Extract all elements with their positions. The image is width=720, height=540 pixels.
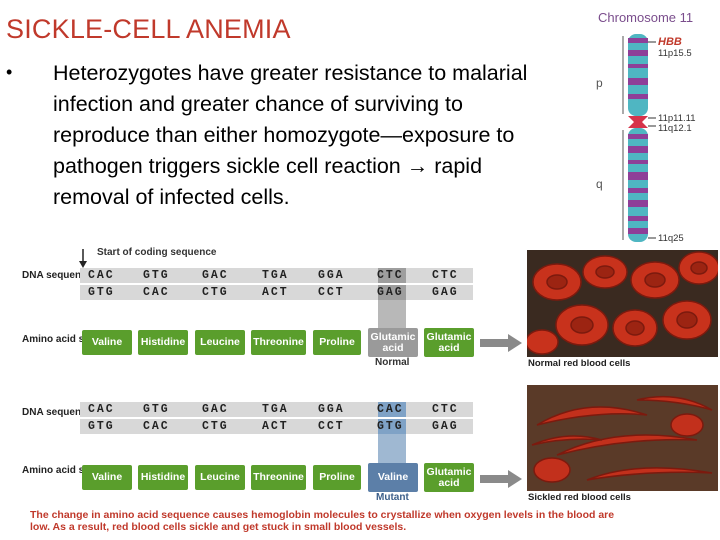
band-label-bottom: 11q25 bbox=[658, 233, 684, 244]
codon: CCT bbox=[318, 286, 345, 299]
gene-label: HBB bbox=[658, 36, 682, 48]
dna-strand-top-mutant: CAC GTG GAC TGA GGA CAC CTC bbox=[80, 402, 473, 417]
codon: GAC bbox=[202, 403, 229, 416]
codon: CTG bbox=[202, 420, 229, 433]
chromosome-ideogram bbox=[622, 34, 656, 242]
arm-q-label: q bbox=[596, 177, 603, 191]
amino-acid-box: Valine bbox=[82, 465, 132, 490]
codon: GAG bbox=[432, 420, 459, 433]
codon: CAC bbox=[143, 420, 170, 433]
codon: ACT bbox=[262, 420, 289, 433]
arrow-right-icon bbox=[480, 470, 522, 488]
band-label-cen1: 11p11.11 bbox=[658, 113, 696, 124]
amino-acid-box: Threonine bbox=[251, 330, 306, 355]
codon: GTG bbox=[88, 286, 115, 299]
amino-acid-box-changed: Valine bbox=[368, 463, 418, 492]
sickled-photo-caption: Sickled red blood cells bbox=[528, 492, 631, 503]
amino-acid-box: Threonine bbox=[251, 465, 306, 490]
codon: GGA bbox=[318, 403, 345, 416]
sickled-rbc-photo bbox=[527, 385, 718, 491]
amino-acid-box: Proline bbox=[313, 465, 361, 490]
codon: GAC bbox=[202, 269, 229, 282]
amino-acid-box: Glutamic acid bbox=[424, 463, 474, 492]
codon: ACT bbox=[262, 286, 289, 299]
amino-acid-box: Leucine bbox=[195, 330, 245, 355]
codon: TGA bbox=[262, 269, 289, 282]
arrow-right-icon bbox=[480, 334, 522, 352]
bullet-text: Heterozygotes have greater resistance to… bbox=[53, 61, 528, 209]
codon: GTG bbox=[143, 403, 170, 416]
mutation-highlight bbox=[378, 419, 406, 434]
codon: CAC bbox=[88, 403, 115, 416]
mutation-highlight bbox=[378, 268, 406, 283]
aa-label-normal: Amino acid sequence bbox=[22, 334, 125, 345]
codon: CAC bbox=[143, 286, 170, 299]
codon: TGA bbox=[262, 403, 289, 416]
codon: CTC bbox=[432, 403, 459, 416]
codon: CTC bbox=[377, 269, 404, 282]
codon-connector-mutant bbox=[378, 434, 406, 464]
codon: CAC bbox=[377, 403, 404, 416]
dna-label-normal: DNA sequence bbox=[22, 270, 93, 281]
dna-strand-bottom-mutant: GTG CAC CTG ACT CCT GTG GAG bbox=[80, 419, 473, 434]
amino-acid-box: Histidine bbox=[138, 465, 188, 490]
amino-acid-box: Valine bbox=[82, 330, 132, 355]
codon: GTG bbox=[143, 269, 170, 282]
start-label: Start of coding sequence bbox=[97, 247, 217, 258]
dna-label-mutant: DNA sequence bbox=[22, 407, 93, 418]
amino-acid-box: Leucine bbox=[195, 465, 245, 490]
band-label-cen2: 11q12.1 bbox=[658, 123, 692, 134]
codon: GGA bbox=[318, 269, 345, 282]
figure-note: The change in amino acid sequence causes… bbox=[30, 509, 615, 533]
start-arrow bbox=[79, 249, 87, 268]
codon: CTG bbox=[202, 286, 229, 299]
amino-acid-box: Glutamic acid bbox=[424, 328, 474, 357]
mutant-caption: Mutant bbox=[376, 492, 409, 503]
normal-photo-caption: Normal red blood cells bbox=[528, 358, 631, 369]
band-label-top: 11p15.5 bbox=[658, 48, 692, 59]
arm-p-label: p bbox=[596, 76, 603, 90]
amino-acid-box-changed: Glutamic acid bbox=[368, 328, 418, 357]
codon: CCT bbox=[318, 420, 345, 433]
codon: CAC bbox=[88, 269, 115, 282]
mutation-highlight bbox=[378, 285, 406, 300]
chromosome-title: Chromosome 11 bbox=[598, 10, 694, 25]
codon-connector-normal bbox=[378, 300, 406, 330]
mutation-highlight bbox=[378, 402, 406, 417]
codon: GAG bbox=[377, 286, 404, 299]
codon: GAG bbox=[432, 286, 459, 299]
codon: CTC bbox=[432, 269, 459, 282]
codon: GTG bbox=[377, 420, 404, 433]
amino-acid-box: Proline bbox=[313, 330, 361, 355]
codon: GTG bbox=[88, 420, 115, 433]
normal-caption: Normal bbox=[375, 357, 410, 368]
dna-strand-bottom-normal: GTG CAC CTG ACT CCT GAG GAG bbox=[80, 285, 473, 300]
aa-label-mutant: Amino acid sequence bbox=[22, 465, 125, 476]
normal-rbc-photo bbox=[527, 250, 718, 357]
bullet-marker: • bbox=[6, 62, 13, 82]
amino-acid-box: Histidine bbox=[138, 330, 188, 355]
slide-title: SICKLE-CELL ANEMIA bbox=[6, 14, 291, 44]
dna-strand-top-normal: CAC GTG GAC TGA GGA CTC CTC bbox=[80, 268, 473, 283]
